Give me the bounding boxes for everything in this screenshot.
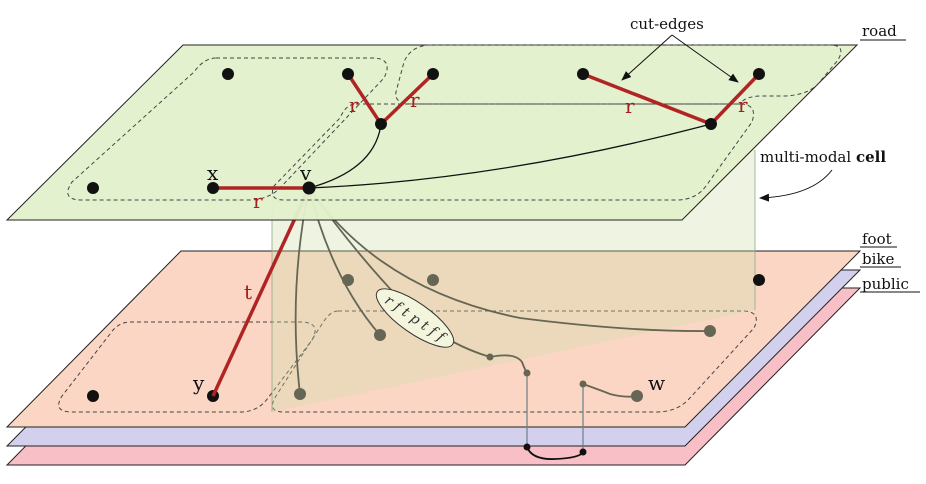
layer-label-public: public xyxy=(862,275,909,293)
road-edge-label-a: r xyxy=(349,93,359,117)
multi-modal-cell-arrow xyxy=(759,169,833,202)
layer-label-road: road xyxy=(862,22,897,40)
road-node-3 xyxy=(427,68,439,80)
road-edge-v-2 xyxy=(308,123,712,189)
road-node-8 xyxy=(87,182,99,194)
foot-node-left xyxy=(87,390,99,402)
foot-node-b xyxy=(427,274,439,286)
cut-edge-c xyxy=(582,72,712,126)
foot-cell-left xyxy=(58,321,316,413)
cut-edge-d xyxy=(709,72,761,126)
foot-small-node-2 xyxy=(523,369,531,377)
road-node-7 xyxy=(705,118,717,130)
foot-node-c xyxy=(753,274,765,286)
cut-edge-a xyxy=(346,73,383,125)
foot-edge-w xyxy=(582,383,638,398)
road-edge-label-b: r xyxy=(410,88,420,112)
road-edge-label-c: r xyxy=(625,94,635,118)
cut-edges-arrow-left xyxy=(621,34,673,81)
mode-sequence-label: r f t p t f f xyxy=(375,288,455,348)
shortcut-v-e xyxy=(308,187,711,332)
transfer-edge-label: t xyxy=(244,280,252,304)
transfer-edge-v-y xyxy=(211,187,311,397)
road-node-5 xyxy=(753,68,765,80)
multi-modal-cell-annotation-bold: cell xyxy=(856,148,886,166)
vertex-label-v: v xyxy=(299,161,312,185)
public-transit-edge xyxy=(526,446,584,460)
foot-small-node-3 xyxy=(579,380,587,388)
road-node-2 xyxy=(342,68,354,80)
road-node-6 xyxy=(375,118,387,130)
multi-modal-cell-annotation: multi-modal cell xyxy=(760,148,886,166)
cut-edges-arrow-right xyxy=(671,34,739,83)
cut-edges-annotation: cut-edges xyxy=(630,15,704,33)
vertex-label-x: x xyxy=(207,161,219,185)
public-node-2 xyxy=(579,448,587,456)
public-node-1 xyxy=(523,443,531,451)
road-cell-multimodal xyxy=(271,103,754,201)
foot-cell-right xyxy=(271,310,757,413)
road-edge-v-1 xyxy=(308,123,382,189)
vertex-label-y: y xyxy=(192,371,205,395)
road-node-4 xyxy=(577,68,589,80)
multi-modal-cell-annotation-prefix: multi-modal xyxy=(760,148,856,166)
road-edge-label-xv: r xyxy=(253,189,263,213)
road-node-v xyxy=(302,181,316,195)
road-cell-top-right xyxy=(395,44,842,105)
layer-label-foot: foot xyxy=(862,230,892,248)
vertex-label-w: w xyxy=(648,371,665,395)
cut-edge-b xyxy=(379,72,435,126)
road-node-x xyxy=(207,182,219,194)
road-edge-label-d: r xyxy=(738,93,748,117)
road-cell-left xyxy=(67,57,388,201)
road-node-1 xyxy=(222,68,234,80)
layer-label-bike: bike xyxy=(862,250,894,268)
